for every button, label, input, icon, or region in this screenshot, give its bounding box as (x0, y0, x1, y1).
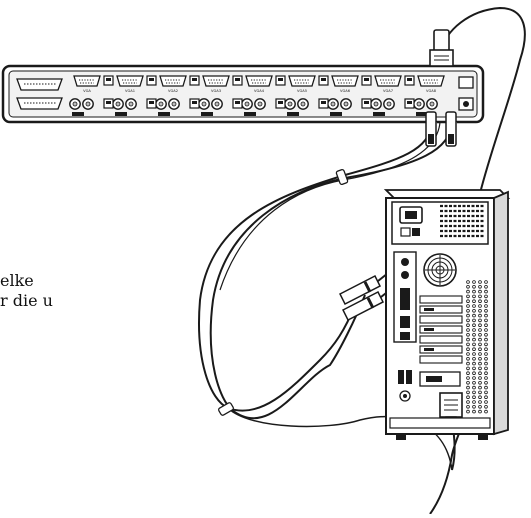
network-port (458, 76, 474, 89)
kvm-port-group: VGA5 (275, 75, 316, 116)
port-label: VGA6 (340, 89, 351, 93)
ps2-mouse-port (401, 271, 409, 279)
port-label: VGA4 (254, 89, 265, 93)
vga-port (202, 75, 230, 87)
expansion-slot (419, 355, 463, 364)
port-label: VGA7 (383, 89, 393, 93)
expansion-slot (419, 335, 463, 344)
caption-line-2: r die u (0, 291, 53, 310)
expansion-slot (419, 305, 463, 314)
serial-port (400, 316, 410, 328)
usb-ports (400, 332, 410, 340)
pc-tower (383, 189, 511, 440)
kvm-port-group: VGA8 (404, 75, 445, 116)
vga-plug-switch (429, 29, 454, 67)
vga-port (288, 75, 316, 87)
expansion-slots (419, 295, 463, 364)
vga-port (374, 75, 402, 87)
side-vents (466, 280, 488, 414)
kvm-port-groups: VGA VGA1 VGA2 VGA3 VGA4 VGA5 VGA6 VGA7 VGA8 (69, 75, 445, 116)
port-label: VGA5 (297, 89, 307, 93)
parallel-port-top (16, 78, 63, 91)
vga-port (159, 75, 187, 87)
caption-line-1: elke (0, 271, 34, 290)
cable-tie-bottom (218, 402, 234, 416)
vga-port (73, 75, 101, 87)
vga-port (331, 75, 359, 87)
psu-switch (400, 227, 411, 237)
kvm-port-group: VGA7 (361, 75, 402, 116)
vga-port (245, 75, 273, 87)
ps2-keyboard-port (401, 258, 409, 266)
expansion-slot (419, 315, 463, 324)
kvm-switch: VGA VGA1 VGA2 VGA3 VGA4 VGA5 VGA6 VGA7 VGA8 (1, 64, 485, 124)
pc-case-side (493, 190, 509, 436)
port-label: VGA2 (168, 89, 178, 93)
expansion-slot (419, 325, 463, 334)
kvm-port-group: VGA4 (232, 75, 273, 116)
expansion-slot (419, 295, 463, 304)
ps2-plugs-switch (425, 111, 457, 147)
kvm-port-group: VGA2 (146, 75, 187, 116)
psu-vents (440, 204, 484, 238)
kvm-port-group: VGA3 (189, 75, 230, 116)
vga-port (116, 75, 144, 87)
kvm-port-group: VGA6 (318, 75, 359, 116)
cable-tie-top (335, 168, 349, 186)
port-label: VGA3 (211, 89, 221, 93)
parallel-port (400, 288, 410, 310)
kvm-port-group: VGA1 (103, 75, 144, 116)
ps2-cables (194, 111, 457, 471)
vga-port (417, 75, 445, 87)
expansion-slot (419, 345, 463, 354)
power-indicator (463, 101, 469, 107)
port-label: VGA8 (426, 89, 437, 93)
kvm-port-group: VGA (69, 75, 101, 116)
fan-grill (425, 255, 455, 285)
parallel-port-bottom (16, 97, 63, 110)
ps2-plugs-pc (338, 269, 396, 322)
port-label: VGA (83, 89, 91, 93)
port-label: VGA1 (125, 89, 135, 93)
